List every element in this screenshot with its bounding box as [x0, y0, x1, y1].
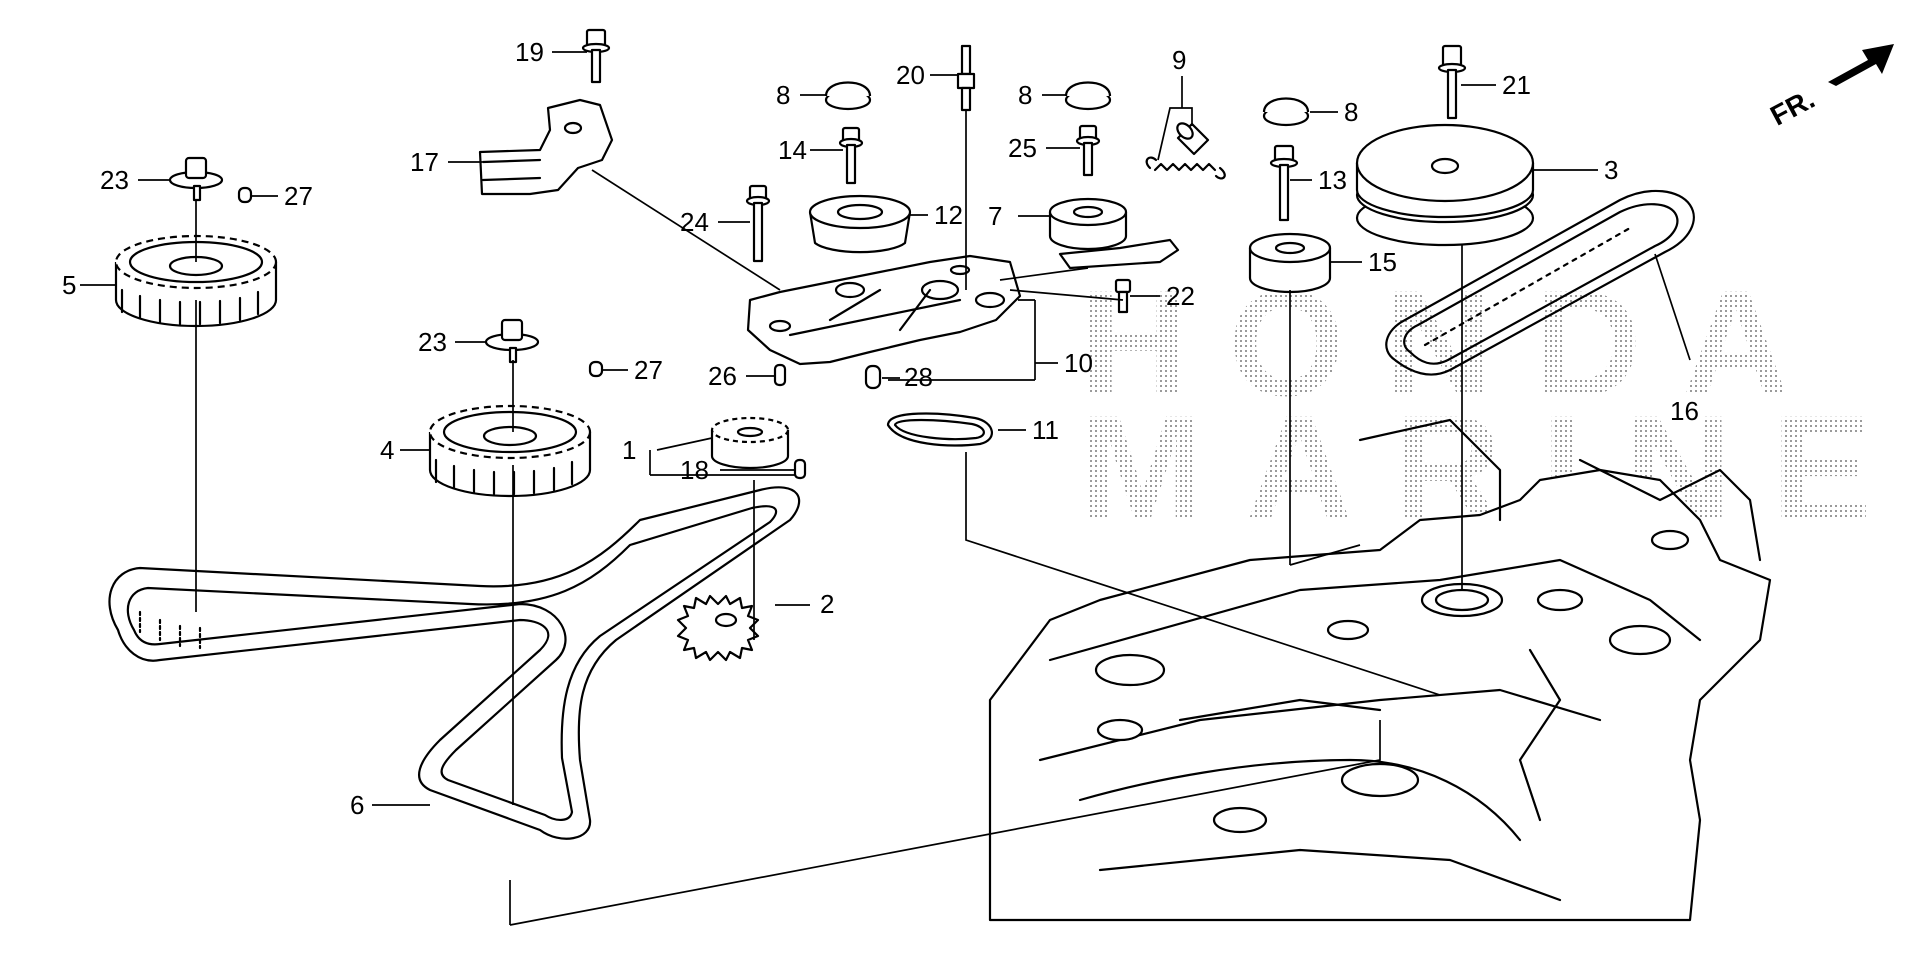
front-label: FR.	[1765, 83, 1819, 132]
callout-15: 15	[1368, 247, 1397, 277]
callout-14: 14	[778, 135, 807, 165]
callouts: 1 2 3 4 5 6 7 8 8 8 9 10 11 12 13	[62, 37, 1699, 820]
part-15-spacer	[1248, 232, 1332, 294]
callout-13: 13	[1318, 165, 1347, 195]
engine-block	[988, 418, 1772, 922]
part-28-dowel	[864, 364, 882, 390]
callout-4: 4	[380, 435, 394, 465]
callout-5: 5	[62, 270, 76, 300]
watermark: HONDA MARINE	[1080, 259, 1872, 552]
part-16-v-belt	[1385, 189, 1695, 376]
callout-21: 21	[1502, 70, 1531, 100]
part-21-bolt	[1437, 44, 1467, 120]
front-direction-indicator: FR.	[1765, 44, 1894, 132]
callout-20: 20	[896, 60, 925, 90]
callout-8a: 8	[776, 80, 790, 110]
part-4-sprocket	[428, 404, 592, 498]
part-25-bolt	[1075, 124, 1101, 177]
part-12-roller	[808, 194, 912, 254]
part-8-cap-b	[1064, 81, 1112, 111]
part-27-key-b	[588, 360, 604, 378]
callout-22: 22	[1166, 281, 1195, 311]
watermark-line-1: HONDA	[1080, 259, 1830, 427]
callout-19: 19	[515, 37, 544, 67]
part-26-pin	[773, 363, 787, 387]
callout-8c: 8	[1344, 97, 1358, 127]
callout-3: 3	[1604, 155, 1618, 185]
part-8-cap-c	[1262, 97, 1310, 127]
callout-8b: 8	[1018, 80, 1032, 110]
callout-27b: 27	[634, 355, 663, 385]
part-19-bolt	[581, 28, 611, 84]
callout-23a: 23	[100, 165, 129, 195]
part-18-pin	[793, 458, 807, 480]
part-23-nut-b	[484, 318, 540, 364]
part-1-gear	[710, 416, 790, 470]
part-13-bolt	[1269, 144, 1299, 222]
part-9-spring	[1145, 122, 1226, 180]
callout-7: 7	[988, 201, 1002, 231]
callout-6: 6	[350, 790, 364, 820]
part-10-bracket	[746, 254, 1022, 366]
callout-26: 26	[708, 361, 737, 391]
part-23-nut-a	[168, 156, 224, 202]
callout-24: 24	[680, 207, 709, 237]
callout-9: 9	[1172, 45, 1186, 75]
assembly-lines	[195, 110, 1463, 926]
part-8-cap-a	[824, 81, 872, 111]
front-arrow-icon	[1828, 44, 1894, 86]
part-11-o-ring	[886, 412, 993, 447]
part-7-tensioner	[1048, 197, 1180, 270]
callout-28: 28	[904, 362, 933, 392]
callout-27a: 27	[284, 181, 313, 211]
part-20-stud	[956, 44, 976, 112]
part-6-timing-belt	[108, 486, 801, 840]
part-2-washer	[676, 594, 760, 662]
callout-17: 17	[410, 147, 439, 177]
part-14-bolt	[838, 126, 864, 185]
callout-25: 25	[1008, 133, 1037, 163]
callout-23b: 23	[418, 327, 447, 357]
part-24-bolt	[745, 184, 771, 263]
part-27-key-a	[237, 186, 253, 204]
callout-1: 1	[622, 435, 636, 465]
callout-10: 10	[1064, 348, 1093, 378]
part-3-pulley	[1355, 123, 1535, 247]
part-17-bracket	[478, 98, 614, 196]
callout-16: 16	[1670, 396, 1699, 426]
callout-18: 18	[680, 455, 709, 485]
callout-12: 12	[934, 200, 963, 230]
callout-11: 11	[1032, 415, 1059, 445]
callout-2: 2	[820, 589, 834, 619]
part-22-bolt	[1114, 278, 1132, 314]
